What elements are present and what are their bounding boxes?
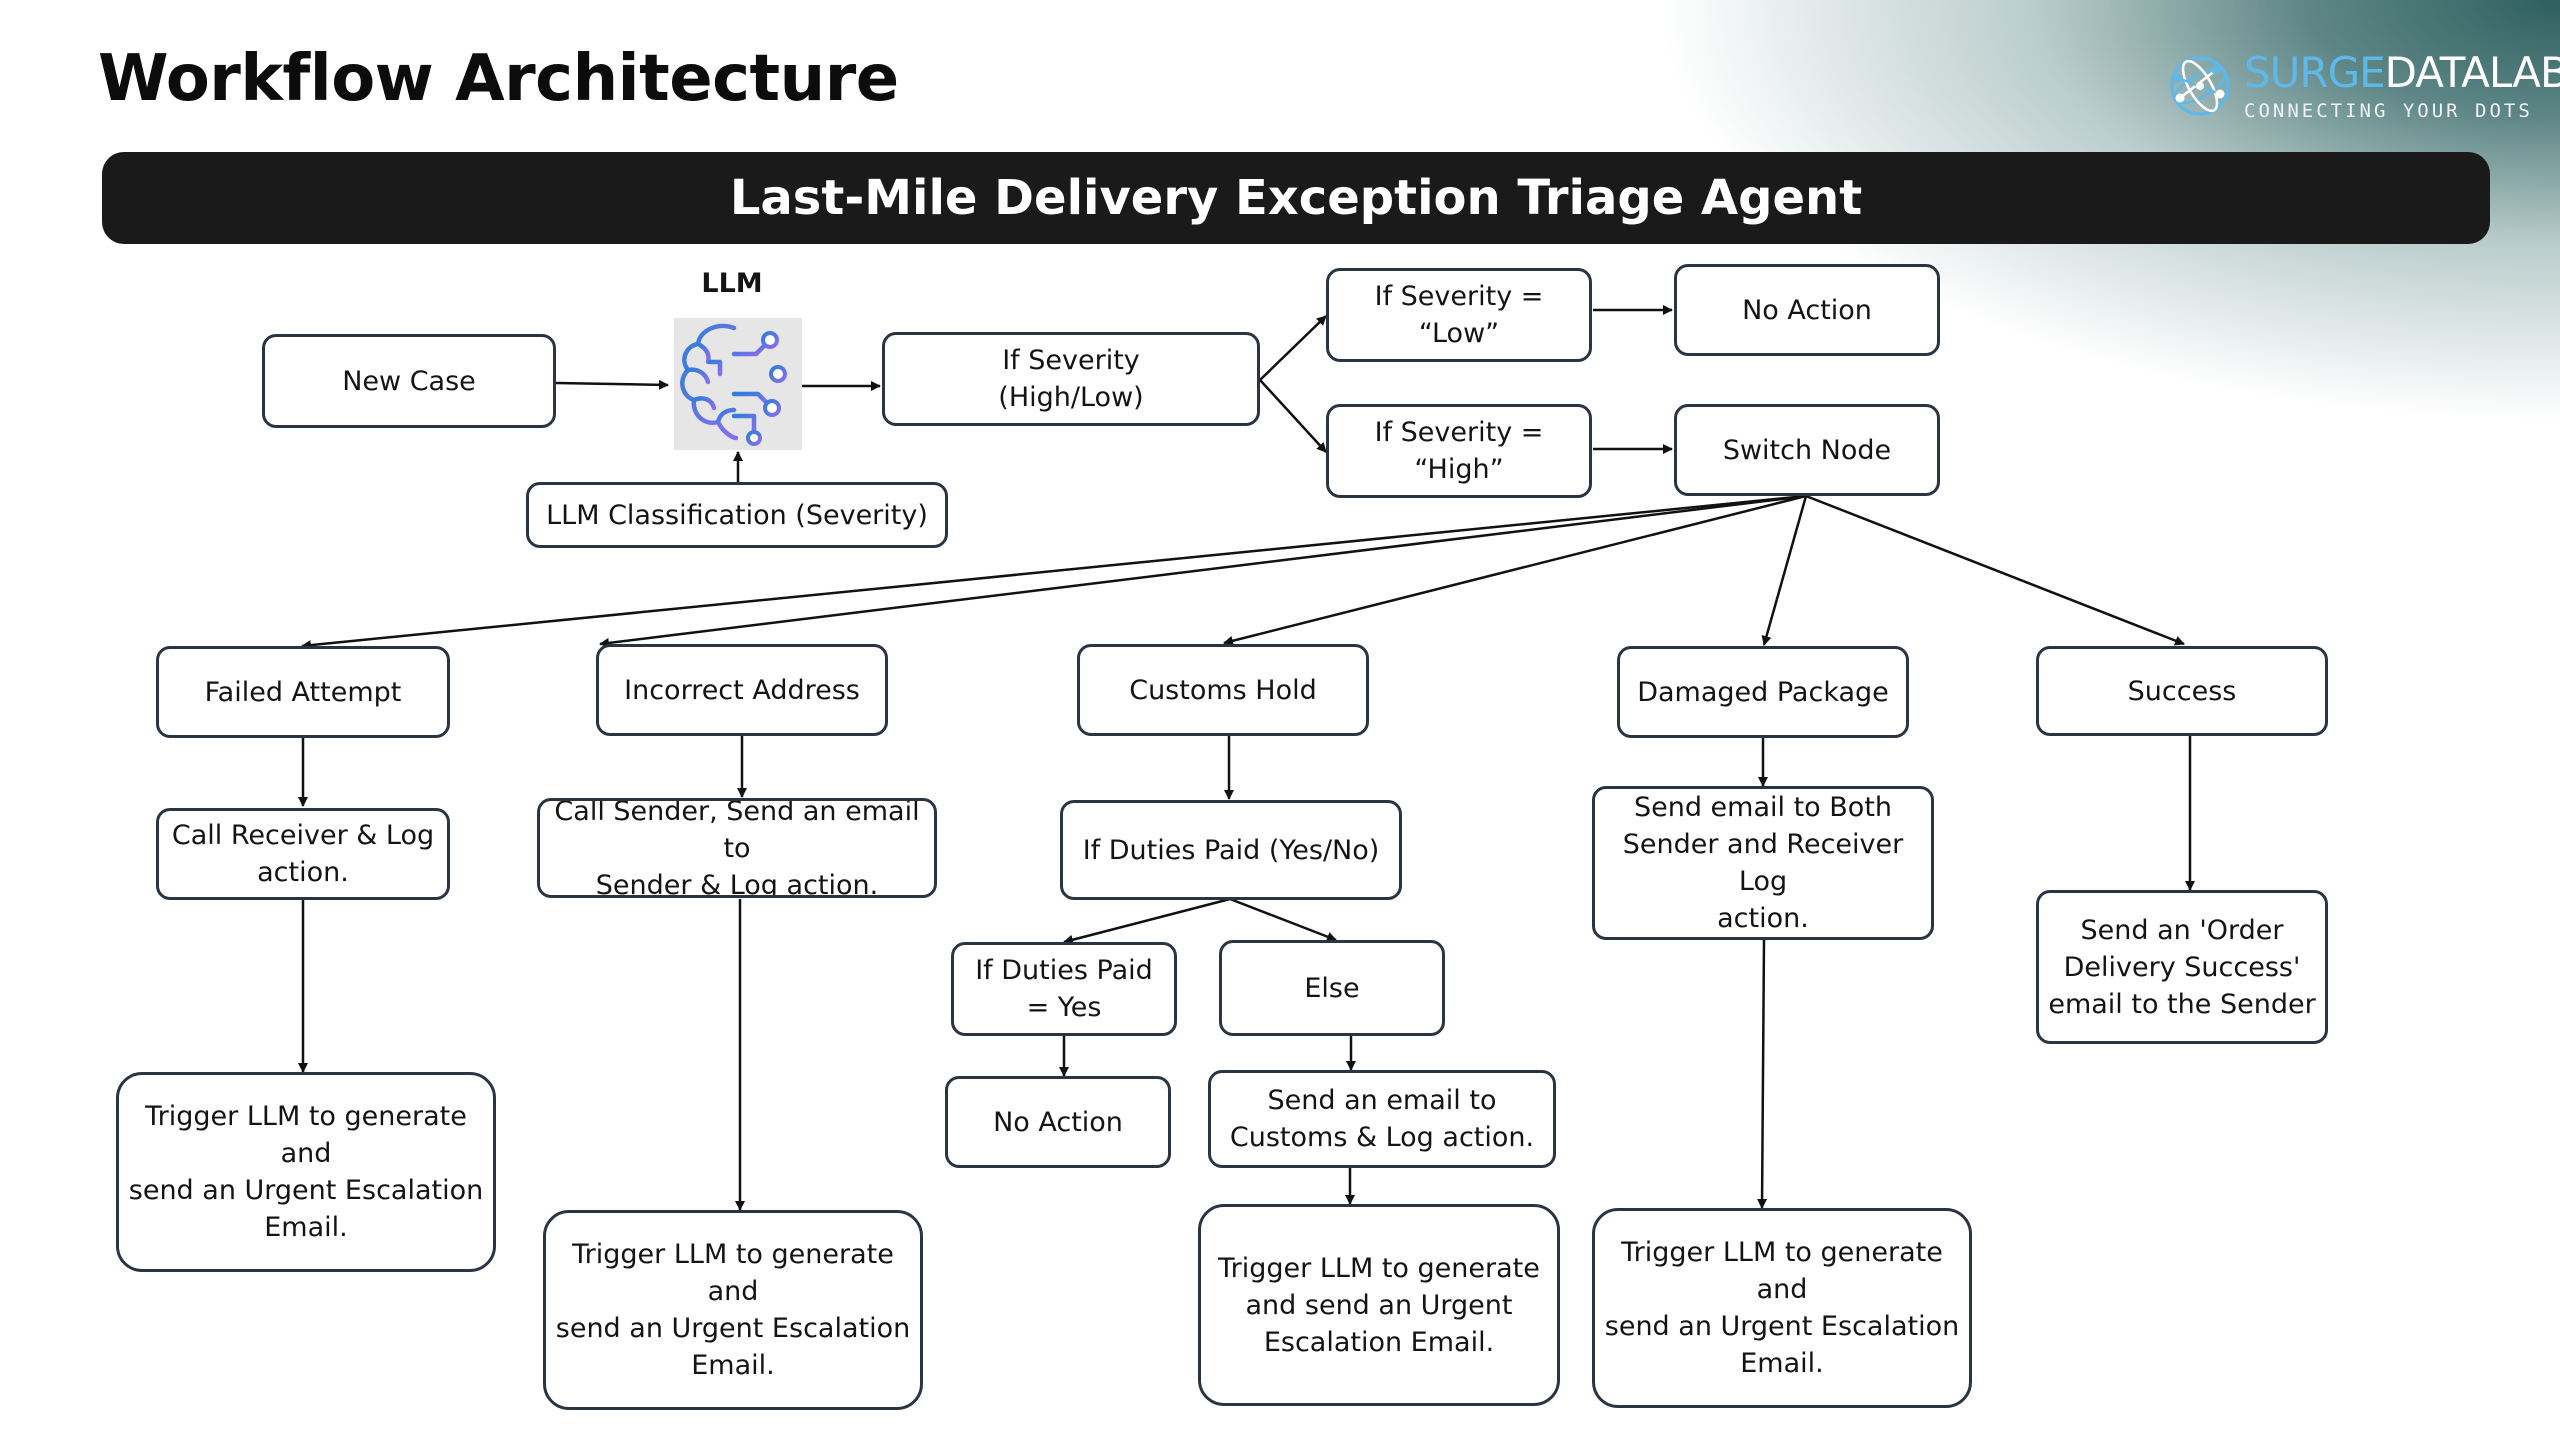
node-label-line: Send an email to [1267, 1085, 1497, 1116]
llm-classification-node: LLM Classification (Severity) [526, 482, 948, 548]
node-label: Else [1304, 972, 1360, 1004]
duties-else-node: Else [1219, 940, 1445, 1036]
success-node: Success [2036, 646, 2328, 736]
node-label-line: Email. [691, 1350, 775, 1381]
network-globe-icon [2166, 52, 2234, 120]
logo-tagline: CONNECTING YOUR DOTS [2244, 100, 2533, 122]
node-label: Damaged Package [1637, 676, 1889, 708]
node-label: Switch Node [1722, 434, 1892, 466]
node-label: LLM Classification (Severity) [546, 499, 928, 531]
node-label: No Action [1742, 294, 1872, 326]
customs-hold-node: Customs Hold [1077, 644, 1369, 736]
node-label-line: Trigger LLM to generate and [145, 1101, 467, 1169]
arrow-switch-to-customs [1223, 494, 1807, 646]
arrow-newcase-to-llm [555, 379, 669, 390]
call-sender-node: Call Sender, Send an email to Sender & L… [537, 798, 937, 898]
call-receiver-node: Call Receiver & Log action. [156, 808, 450, 900]
arrow-switch-to-success [1805, 494, 2185, 646]
node-label-line: Email. [264, 1212, 348, 1243]
node-label-line: Send an 'Order [2080, 914, 2284, 946]
arrow-duties-to-yes [1063, 897, 1231, 945]
if-severity-node: If Severity (High/Low) [882, 332, 1260, 426]
damaged-package-node: Damaged Package [1617, 646, 1909, 738]
arrow-severity-to-high [1259, 379, 1327, 453]
arrow-emailboth-to-escalation [1757, 939, 1768, 1209]
node-label-line: Sender & Log action. [595, 869, 879, 898]
arrow-severity-to-low [1259, 315, 1327, 381]
node-label: New Case [342, 365, 476, 397]
node-label: If Duties Paid (Yes/No) [1082, 834, 1380, 866]
logo-name-part-b: DATALAB [2384, 48, 2560, 97]
node-label-line: Call Receiver & Log [171, 820, 435, 851]
escalation-customs-node: Trigger LLM to generate and send an Urge… [1198, 1204, 1560, 1406]
ai-brain-circuit-icon [674, 318, 802, 450]
node-label-line: Call Sender, Send an email to [554, 798, 920, 864]
node-label-line: = Yes [1026, 992, 1102, 1023]
node-label-line: Email. [1740, 1348, 1824, 1379]
no-action-top-node: No Action [1674, 264, 1940, 356]
severity-high-node: If Severity = “High” [1326, 404, 1592, 498]
node-label-line: Trigger LLM to generate and [572, 1239, 894, 1307]
node-label: Success [2127, 675, 2237, 707]
node-label-line: Trigger LLM to generate and [1621, 1237, 1943, 1305]
node-label-line: Send email to Both [1633, 792, 1893, 823]
page-title: Workflow Architecture [98, 42, 899, 116]
switch-node: Switch Node [1674, 404, 1940, 496]
node-label-line: (High/Low) [998, 382, 1144, 413]
node-label: Incorrect Address [624, 674, 860, 706]
failed-attempt-node: Failed Attempt [156, 646, 450, 738]
escalation-address-node: Trigger LLM to generate and send an Urge… [543, 1210, 923, 1410]
node-label-line: If Severity [1002, 345, 1140, 376]
node-label-line: send an Urgent Escalation [128, 1175, 484, 1206]
arrow-switch-to-damaged [1761, 495, 1808, 646]
node-label-line: and send an Urgent [1245, 1289, 1513, 1321]
node-label-line: Sender and Receiver Log [1622, 829, 1904, 897]
escalation-failed-node: Trigger LLM to generate and send an Urge… [116, 1072, 496, 1272]
node-label-line: action. [257, 857, 349, 888]
node-label-line: Customs & Log action. [1229, 1122, 1535, 1153]
node-label: Failed Attempt [204, 676, 402, 708]
email-both-node: Send email to Both Sender and Receiver L… [1592, 786, 1934, 940]
new-case-node: New Case [262, 334, 556, 428]
email-customs-node: Send an email to Customs & Log action. [1208, 1070, 1556, 1168]
llm-label: LLM [701, 268, 763, 299]
node-label-line: If Duties Paid [975, 955, 1153, 986]
node-label: If Severity = “Low” [1374, 281, 1544, 349]
node-label-line: send an Urgent Escalation [555, 1313, 911, 1344]
banner-title: Last-Mile Delivery Exception Triage Agen… [729, 170, 1863, 226]
node-label-line: send an Urgent Escalation [1604, 1311, 1960, 1342]
order-success-email-node: Send an 'Order Delivery Success' email t… [2036, 890, 2328, 1044]
node-label-line: Trigger LLM to generate [1218, 1252, 1540, 1284]
duties-yes-node: If Duties Paid = Yes [951, 942, 1177, 1036]
node-label-line: email to the Sender [2048, 988, 2316, 1020]
node-label: If Severity = “High” [1374, 417, 1544, 485]
incorrect-address-node: Incorrect Address [596, 644, 888, 736]
node-label: Customs Hold [1129, 674, 1317, 706]
diagram-title-banner: Last-Mile Delivery Exception Triage Agen… [102, 152, 2490, 244]
if-duties-paid-node: If Duties Paid (Yes/No) [1060, 800, 1402, 900]
logo-name-part-a: SURGE [2244, 48, 2386, 97]
no-action-customs-node: No Action [945, 1076, 1171, 1168]
node-label: No Action [993, 1106, 1123, 1138]
escalation-damaged-node: Trigger LLM to generate and send an Urge… [1592, 1208, 1972, 1408]
node-label-line: Escalation Email. [1263, 1326, 1495, 1358]
severity-low-node: If Severity = “Low” [1326, 268, 1592, 362]
node-label-line: Delivery Success' [2063, 951, 2301, 983]
arrow-duties-to-else [1229, 897, 1337, 942]
node-label-line: action. [1717, 903, 1809, 934]
